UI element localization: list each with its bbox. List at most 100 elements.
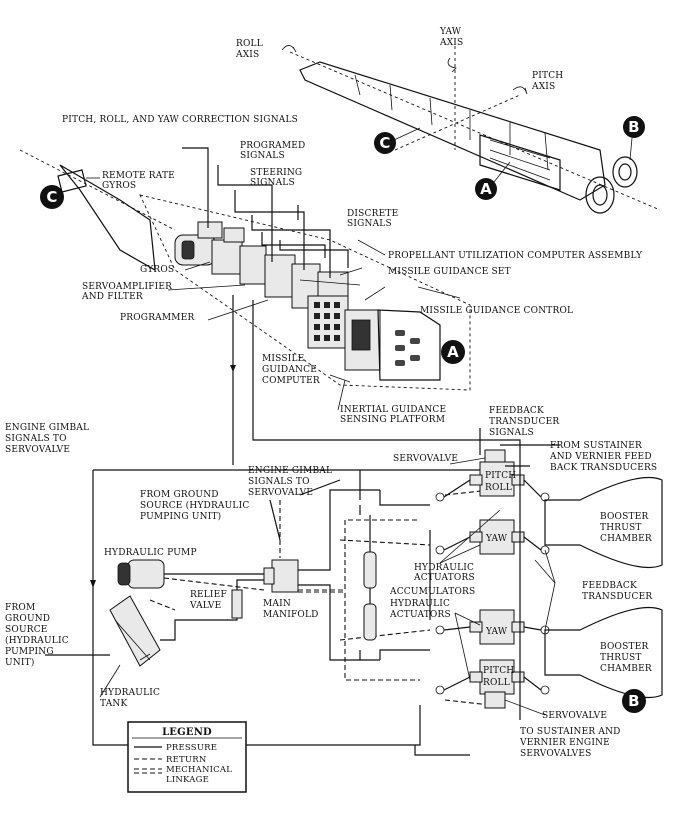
booster-chamber-label-upper-2: THRUST (600, 523, 642, 533)
to-sustainer-label-2: VERNIER ENGINE (519, 738, 610, 748)
steering-signals-label: STEERING (250, 168, 302, 178)
booster-chamber-label-lower: BOOSTER (600, 642, 648, 652)
booster-chamber-label-upper: BOOSTER (600, 512, 648, 522)
legend-label-linkage-2: LINKAGE (166, 775, 209, 785)
correction-signals-label: PITCH, ROLL, AND YAW CORRECTION SIGNALS (62, 115, 298, 125)
signal-bus (182, 147, 349, 278)
hydraulic-pump (117, 559, 165, 589)
engine-gimbal-left-label: ENGINE GIMBAL (5, 423, 89, 433)
engine-gimbal-left-label-2: SIGNALS TO (5, 434, 67, 444)
engine-gimbal-left-label-3: SERVOVALVE (5, 445, 70, 455)
remote-rate-gyros-label-2: GYROS (102, 181, 136, 191)
accumulators-label: ACCUMULATORS (389, 587, 475, 597)
legend-label-linkage: MECHANICAL (166, 765, 232, 775)
remote-rate-gyros-label: REMOTE RATE (102, 171, 175, 181)
main-manifold-label-2: MANIFOLD (263, 610, 319, 620)
booster-chamber-label-lower-3: CHAMBER (600, 664, 652, 674)
roll-axis-label: ROLL (236, 39, 263, 49)
nose-cone (59, 164, 156, 272)
servovalve-top-label: SERVOVALVE (393, 454, 458, 464)
relief-valve-label-2: VALVE (189, 601, 221, 611)
engine-gimbal-mid-label: ENGINE GIMBAL (248, 466, 332, 476)
relief-valve (231, 589, 243, 619)
booster-chamber-lower (544, 606, 663, 699)
missile-guidance-control-label: MISSILE GUIDANCE CONTROL (420, 306, 573, 316)
remote-rate-gyro-unit (57, 169, 87, 193)
discrete-signals-label: DISCRETE (347, 209, 398, 219)
upper-servo-group (435, 449, 550, 555)
svg-text:B: B (628, 118, 640, 136)
yaw-label-upper: YAW (485, 534, 508, 544)
programmer-label: PROGRAMMER (120, 313, 194, 323)
from-ground-top-label-2: SOURCE (HYDRAULIC (140, 500, 249, 511)
from-ground-left-label-3: SOURCE (5, 625, 48, 635)
relief-valve-label: RELIEF (190, 590, 227, 600)
main-manifold-label: MAIN (263, 599, 291, 609)
legend-label-pressure: PRESSURE (166, 743, 217, 753)
discrete-signals-label-2: SIGNALS (347, 219, 392, 229)
from-sustainer-label: FROM SUSTAINER (550, 441, 642, 451)
missile-body (299, 61, 606, 201)
hydraulic-actuators-upper-label-2: ACTUATORS (413, 573, 475, 583)
hydraulic-actuators-lower-label-2: ACTUATORS (389, 610, 451, 620)
to-sustainer-label-3: SERVOVALVES (520, 749, 591, 759)
accumulators (363, 551, 377, 641)
from-ground-left-label-4: (HYDRAULIC (5, 635, 69, 646)
hydraulic-actuators-upper-label: HYDRAULIC (414, 563, 474, 573)
inertial-platform-label-2: SENSING PLATFORM (340, 415, 445, 425)
svg-text:B: B (628, 692, 640, 710)
pitch-label-lower: PITCH (483, 666, 514, 676)
lower-servo-group (435, 609, 550, 709)
to-sustainer-label: TO SUSTAINER AND (520, 727, 621, 737)
roll-label-lower: ROLL (483, 678, 510, 688)
missile-overview: ROLL AXIS YAW AXIS PITCH AXIS C A B (235, 27, 661, 214)
svg-text:C: C (46, 188, 57, 206)
leader-lines-hydraulic (99, 457, 546, 716)
feedback-signals-label-3: SIGNALS (489, 428, 534, 438)
servovalve-bottom-label: SERVOVALVE (542, 711, 607, 721)
engine-gimbal-mid-label-3: SERVOVALVE (248, 488, 313, 498)
feedback-lines (479, 428, 560, 720)
from-ground-top-label: FROM GROUND (140, 490, 219, 500)
svg-text:C: C (379, 134, 390, 152)
return-lines (149, 489, 491, 706)
hydraulic-system: B FEEDBACK TRANSDUCER SIGNALS ENGINE GIM… (5, 295, 663, 759)
pitch-rotation-icon (512, 86, 528, 95)
steering-signals-label-2: SIGNALS (250, 178, 295, 188)
engine-gimbal-mid-label-2: SIGNALS TO (248, 477, 310, 487)
main-manifold (263, 559, 299, 593)
badge-a-top: A (475, 178, 497, 200)
signal-lines (90, 295, 521, 756)
programed-signals-label: PROGRAMED (240, 141, 305, 151)
guidance-computer-label: MISSILE (262, 354, 304, 364)
badge-c-top: C (374, 132, 396, 154)
hydraulic-tank-label: HYDRAULIC (100, 688, 160, 698)
pitch-label-upper: PITCH (485, 471, 516, 481)
svg-text:A: A (480, 180, 492, 198)
legend-label-return: RETURN (166, 755, 207, 765)
roll-label-upper: ROLL (485, 483, 512, 493)
guidance-computer-label-2: GUIDANCE (262, 365, 317, 375)
yaw-axis-label-2: AXIS (439, 38, 463, 48)
legend: LEGEND PRESSURE RETURN MECHANICAL LINKAG… (127, 721, 247, 793)
from-ground-left-label-2: GROUND (5, 614, 50, 624)
electronics-racks (264, 254, 441, 381)
servoamplifier-label: SERVOAMPLIFIER (82, 282, 172, 292)
servoamplifier-label-2: AND FILTER (81, 292, 143, 302)
pu-computer-label: PROPELLANT UTILIZATION COMPUTER ASSEMBLY (388, 251, 643, 261)
feedback-transducer-label: FEEDBACK (582, 581, 637, 591)
feedback-signals-label-2: TRANSDUCER (489, 417, 559, 427)
yaw-rotation-icon (447, 57, 457, 73)
feedback-signals-label: FEEDBACK (489, 406, 544, 416)
hydraulic-pump-label: HYDRAULIC PUMP (104, 548, 197, 558)
legend-title: LEGEND (162, 727, 212, 738)
pitch-axis-label-2: AXIS (531, 82, 555, 92)
badge-a-mid: A (441, 340, 465, 364)
inertial-platform-label: INERTIAL GUIDANCE (340, 405, 446, 415)
booster-chamber-label-upper-3: CHAMBER (600, 534, 652, 544)
feedback-transducer-label-2: TRANSDUCER (582, 592, 652, 602)
pitch-axis-label: PITCH (532, 71, 563, 81)
gyros-label: GYROS (140, 265, 174, 275)
hydraulic-tank (109, 595, 161, 667)
